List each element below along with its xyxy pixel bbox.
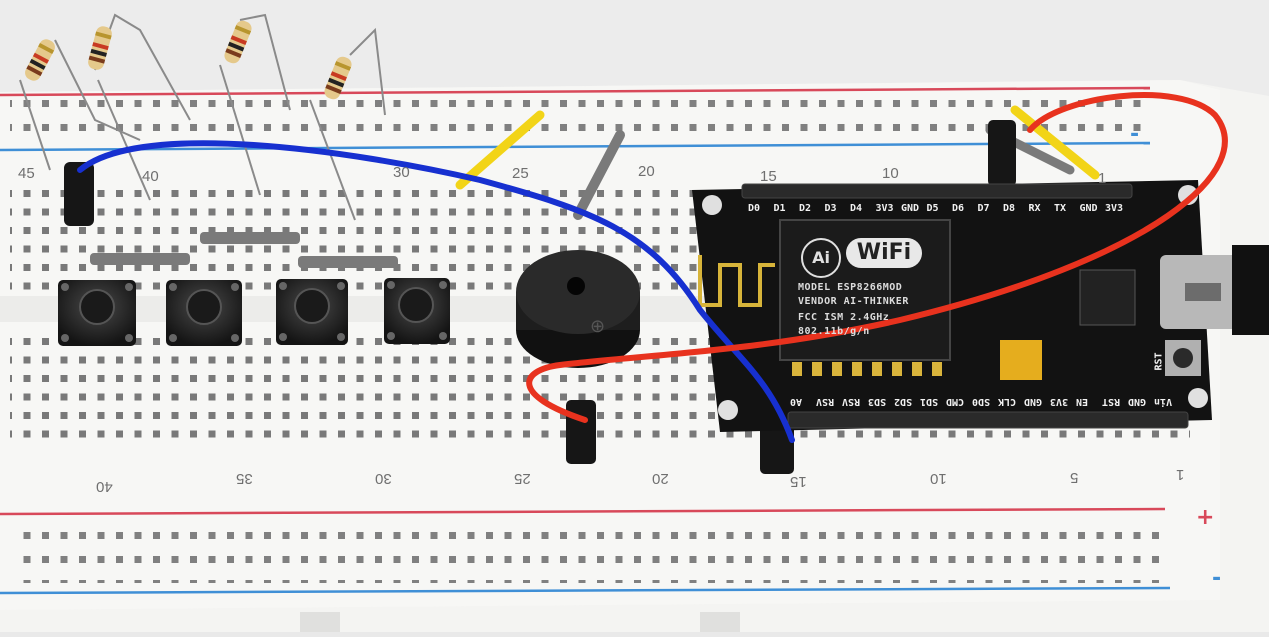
resistor-1: [19, 39, 141, 171]
resistor-4: [309, 27, 386, 221]
push-button-3: [276, 279, 348, 345]
push-button-2: [166, 280, 242, 346]
grey-jumper-1: [90, 253, 190, 265]
row-number: 1: [1176, 466, 1185, 483]
row-number: 15: [790, 473, 807, 490]
row-number: 20: [638, 163, 655, 180]
top-pin-label: TX: [1054, 203, 1067, 214]
buzzer: ⊕: [516, 250, 640, 368]
blue-wire-header-bottom: [760, 418, 794, 474]
usb-cable: [1232, 245, 1269, 335]
row-number: 10: [882, 165, 899, 182]
top-pin-label: D8: [1003, 203, 1016, 214]
top-pin-label: D2: [799, 203, 812, 214]
top-pin-label: D4: [850, 203, 863, 214]
svg-text:⊕: ⊕: [590, 316, 605, 337]
blue-wire: [77, 140, 795, 443]
bottom-pin-label: RST: [1102, 396, 1121, 407]
bottom-pin-label: RSV: [816, 396, 835, 407]
red-wire-header-bottom: [566, 400, 596, 464]
top-pin-label: D6: [952, 203, 965, 214]
row-number: 25: [514, 470, 531, 487]
row-number: 45: [18, 165, 35, 182]
grey-jumper-4: [573, 130, 625, 220]
bottom-pin-label: 3V3: [1050, 396, 1069, 407]
push-button-1: [58, 280, 136, 346]
top-blue-rail-line: [0, 141, 1151, 152]
nodemcu-module: [692, 180, 1269, 432]
row-number: 20: [652, 470, 669, 487]
row-number: 40: [142, 168, 159, 185]
top-pin-label: D3: [824, 203, 837, 214]
top-pin-label: D1: [773, 203, 786, 214]
grey-jumper-2: [200, 232, 300, 244]
bottom-pin-label: RSV: [842, 396, 861, 407]
grey-jumper-3: [298, 256, 398, 268]
rail-plus-sign: +: [1196, 505, 1215, 530]
rail-minus-sign-bottom: -: [1212, 566, 1222, 591]
rail-minus-sign-top: -: [1130, 122, 1140, 147]
top-pin-label: RX: [1028, 203, 1041, 214]
bottom-red-rail-line: [0, 507, 1166, 516]
top-pin-label: GND: [1079, 203, 1098, 214]
top-pin-label: 3V3: [875, 203, 894, 214]
bottom-pin-label: GND: [1128, 396, 1147, 407]
top-pin-label: GND: [901, 203, 920, 214]
row-number: 15: [760, 168, 777, 185]
top-pin-label: 3V3: [1105, 203, 1124, 214]
bottom-pin-label: SD3: [868, 396, 887, 407]
shield-text-line: MODEL ESP8266MOD: [798, 282, 903, 293]
bottom-pin-label: GND: [1024, 396, 1043, 407]
shield-text-line: VENDOR AI-THINKER: [798, 296, 909, 307]
bottom-pin-label: Vin: [1154, 396, 1173, 407]
bottom-pin-label: A0: [790, 396, 803, 407]
row-number: 10: [930, 470, 947, 487]
row-number: 30: [375, 470, 392, 487]
top-red-rail-line: [0, 86, 1151, 97]
resistor-3: [219, 13, 291, 196]
top-pin-label: D5: [926, 203, 939, 214]
bottom-pin-label: EN: [1076, 396, 1089, 407]
bottom-pin-label: SD2: [894, 396, 913, 407]
rst-label: RST: [1153, 352, 1165, 371]
row-number: 1: [1098, 170, 1107, 187]
push-button-4: [384, 278, 450, 344]
bottom-blue-rail-line: [0, 586, 1171, 595]
blue-wire-header: [64, 162, 94, 226]
row-number: 30: [393, 164, 410, 181]
yellow-wire-1: [455, 110, 545, 190]
bottom-pin-label: SD1: [920, 396, 939, 407]
top-pin-label: D0: [748, 203, 761, 214]
shield-text-line: FCC ISM 2.4GHz: [798, 312, 890, 323]
yellow-wire-2: [1010, 105, 1100, 180]
red-wire-header-top: [988, 120, 1016, 186]
row-number: 35: [236, 470, 253, 487]
resistor-1-body: [25, 39, 55, 81]
bottom-pin-label: CMD: [946, 396, 965, 407]
row-number: 40: [96, 478, 113, 495]
red-wire: [526, 92, 1228, 423]
bottom-pin-label: CLK: [998, 396, 1017, 407]
ai-thinker-logo: Ai: [801, 238, 841, 278]
row-number: 25: [512, 165, 529, 182]
wifi-logo: WiFi: [846, 238, 922, 268]
shield-text-line: 802.11b/g/n: [798, 326, 870, 337]
tantalum-capacitor: [1000, 340, 1042, 380]
row-number: 5: [1070, 469, 1079, 486]
bottom-pin-label: SD0: [972, 396, 991, 407]
top-pin-label: D7: [977, 203, 990, 214]
